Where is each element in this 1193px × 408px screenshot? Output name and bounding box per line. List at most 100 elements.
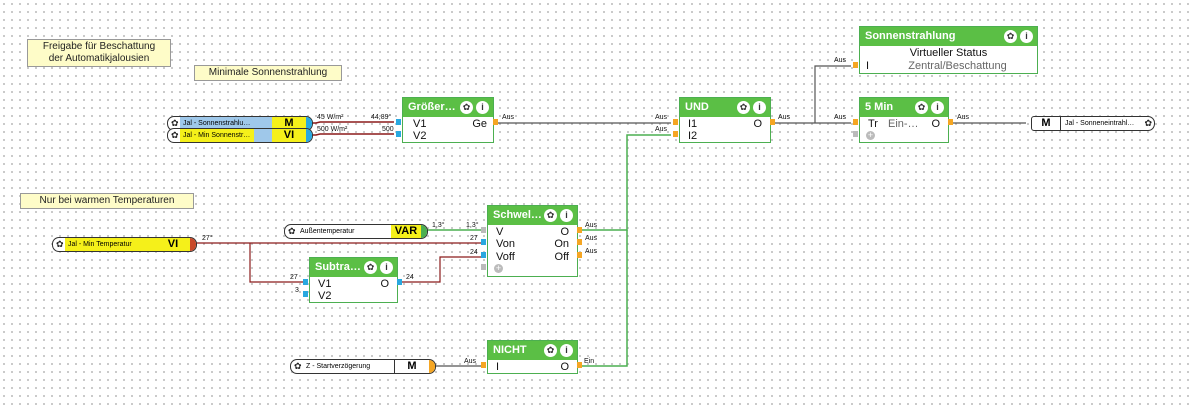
source-tag: M (394, 360, 429, 373)
wire-label: 1,3° (432, 222, 445, 229)
port-v2: V2 (318, 290, 332, 302)
wire-schwel-und (578, 134, 671, 231)
gear-icon[interactable]: ✿ (544, 209, 557, 222)
port-von: Von (496, 238, 515, 250)
port-connector (853, 131, 858, 137)
wire-label: 24 (470, 249, 478, 256)
source-port (190, 238, 196, 251)
gear-icon[interactable]: ✿ (171, 130, 179, 140)
port-tr: Tr (868, 118, 878, 130)
source-startverzoegerung[interactable]: ✿ Z - Startverzögerung M (290, 359, 436, 374)
port-connector (303, 279, 308, 285)
block-title: Sonnenstrahlung (860, 27, 1037, 46)
wire-label: 1,3° (466, 222, 479, 229)
source-min-sonnenstrahlung[interactable]: ✿ Jal - Min Sonnenstr… VI (167, 128, 313, 143)
status-label: Virtueller Status (909, 47, 988, 59)
port-connector (853, 119, 858, 125)
gear-icon[interactable]: ✿ (544, 344, 557, 357)
source-tag: VI (272, 129, 306, 142)
block-sonnenstrahlung[interactable]: Sonnenstrahlung ✿ i Virtueller Status I … (859, 26, 1038, 74)
block-und[interactable]: UND ✿ i I1 I2 O (679, 97, 771, 143)
info-icon[interactable]: i (476, 101, 489, 114)
source-blue-band (254, 129, 272, 142)
port-connector (303, 291, 308, 297)
port-v1: V1 (413, 118, 427, 130)
port-connector (493, 119, 498, 125)
block-groesser[interactable]: Größer… ✿ i V1 V2 Ge (402, 97, 494, 143)
wire-label: 500 (382, 126, 394, 133)
source-port (421, 225, 427, 238)
gear-icon[interactable]: ✿ (56, 239, 64, 249)
port-i1: I1 (688, 118, 698, 130)
source-min-temperatur[interactable]: ✿ Jal - Min Temperatur VI (52, 237, 197, 252)
block-5min[interactable]: 5 Min ✿ i Tr Ein-… O + (859, 97, 949, 143)
port-connector (673, 119, 678, 125)
source-label: Jal - Sonnenstrahlu… (180, 117, 272, 130)
block-subtraktion[interactable]: Subtra… ✿ i V1 V2 O (309, 257, 398, 303)
port-i: I (866, 60, 870, 72)
output-sonneneintrahlung[interactable]: M Jal - Sonneneintrahl… ✿ (1031, 116, 1155, 131)
wire-label: Aus (834, 57, 847, 64)
wire-label: Aus (585, 248, 598, 255)
wire-label: 27 (470, 235, 478, 242)
source-label: Z - Startverzögerung (303, 360, 395, 373)
info-icon[interactable]: i (560, 209, 573, 222)
port-connector (948, 119, 953, 125)
source-port (429, 360, 435, 373)
note-freigabe-line1: Freigabe für Beschattung (42, 41, 156, 52)
gear-icon[interactable]: ✿ (288, 226, 296, 236)
wire-minsonne-v2 (312, 133, 394, 136)
wire-label: Aus (957, 114, 970, 121)
wire-label: 44,89° (371, 114, 392, 121)
wire-label: Aus (834, 114, 847, 121)
note-warm: Nur bei warmen Temperaturen (20, 193, 194, 209)
output-label: Jal - Sonneneintrahl… (1065, 120, 1135, 127)
gear-icon[interactable]: ✿ (737, 101, 750, 114)
delay-mode: Ein-… (888, 118, 919, 130)
source-aussentemperatur[interactable]: ✿ Außentemperatur VAR (284, 224, 428, 239)
wire-label: Aus (585, 235, 598, 242)
info-icon[interactable]: i (931, 101, 944, 114)
gear-icon[interactable]: ✿ (364, 261, 377, 274)
add-input-icon[interactable]: + (866, 130, 875, 140)
port-on: On (554, 238, 569, 250)
port-connector (396, 119, 401, 125)
source-tag: VAR (391, 225, 421, 238)
info-icon[interactable]: i (1020, 30, 1033, 43)
gear-icon[interactable]: ✿ (460, 101, 473, 114)
info-icon[interactable]: i (560, 344, 573, 357)
wire-label: Aus (655, 114, 668, 121)
gear-icon[interactable]: ✿ (1144, 118, 1152, 128)
block-schwellwert[interactable]: Schwel… ✿ i V Von Voff O On Off + (487, 205, 578, 277)
port-voff: Voff (496, 251, 515, 263)
wire-label: 27° (202, 235, 213, 242)
wire-sonne-v1 (312, 121, 394, 124)
source-sonnenstrahlung[interactable]: ✿ Jal - Sonnenstrahlu… M (167, 116, 313, 131)
port-connector (481, 239, 486, 245)
port-connector (481, 362, 486, 368)
port-v1: V1 (318, 278, 332, 290)
wire-label: 27 (290, 274, 298, 281)
gear-icon[interactable]: ✿ (915, 101, 928, 114)
block-nicht[interactable]: NICHT ✿ i I O (487, 340, 578, 374)
add-input-icon[interactable]: + (494, 263, 503, 273)
port-connector (577, 252, 582, 258)
gear-icon[interactable]: ✿ (1004, 30, 1017, 43)
port-o: O (560, 226, 569, 238)
port-v2: V2 (413, 130, 427, 142)
port-connector (481, 227, 486, 233)
port-connector (397, 279, 402, 285)
port-v: V (496, 226, 504, 238)
info-icon[interactable]: i (380, 261, 393, 274)
wire-label: Aus (778, 114, 791, 121)
gear-icon[interactable]: ✿ (294, 361, 302, 371)
note-freigabe: Freigabe für Beschattung der Automatikja… (27, 39, 171, 67)
info-icon[interactable]: i (753, 101, 766, 114)
note-freigabe-line2: der Automatikjalousien (48, 53, 150, 64)
wire-label: 45 W/m² (317, 114, 344, 121)
port-i2: I2 (688, 130, 698, 142)
gear-icon[interactable]: ✿ (171, 118, 179, 128)
wire-label: Aus (464, 358, 477, 365)
wire-label: 24 (406, 274, 414, 281)
source-port (306, 129, 312, 142)
